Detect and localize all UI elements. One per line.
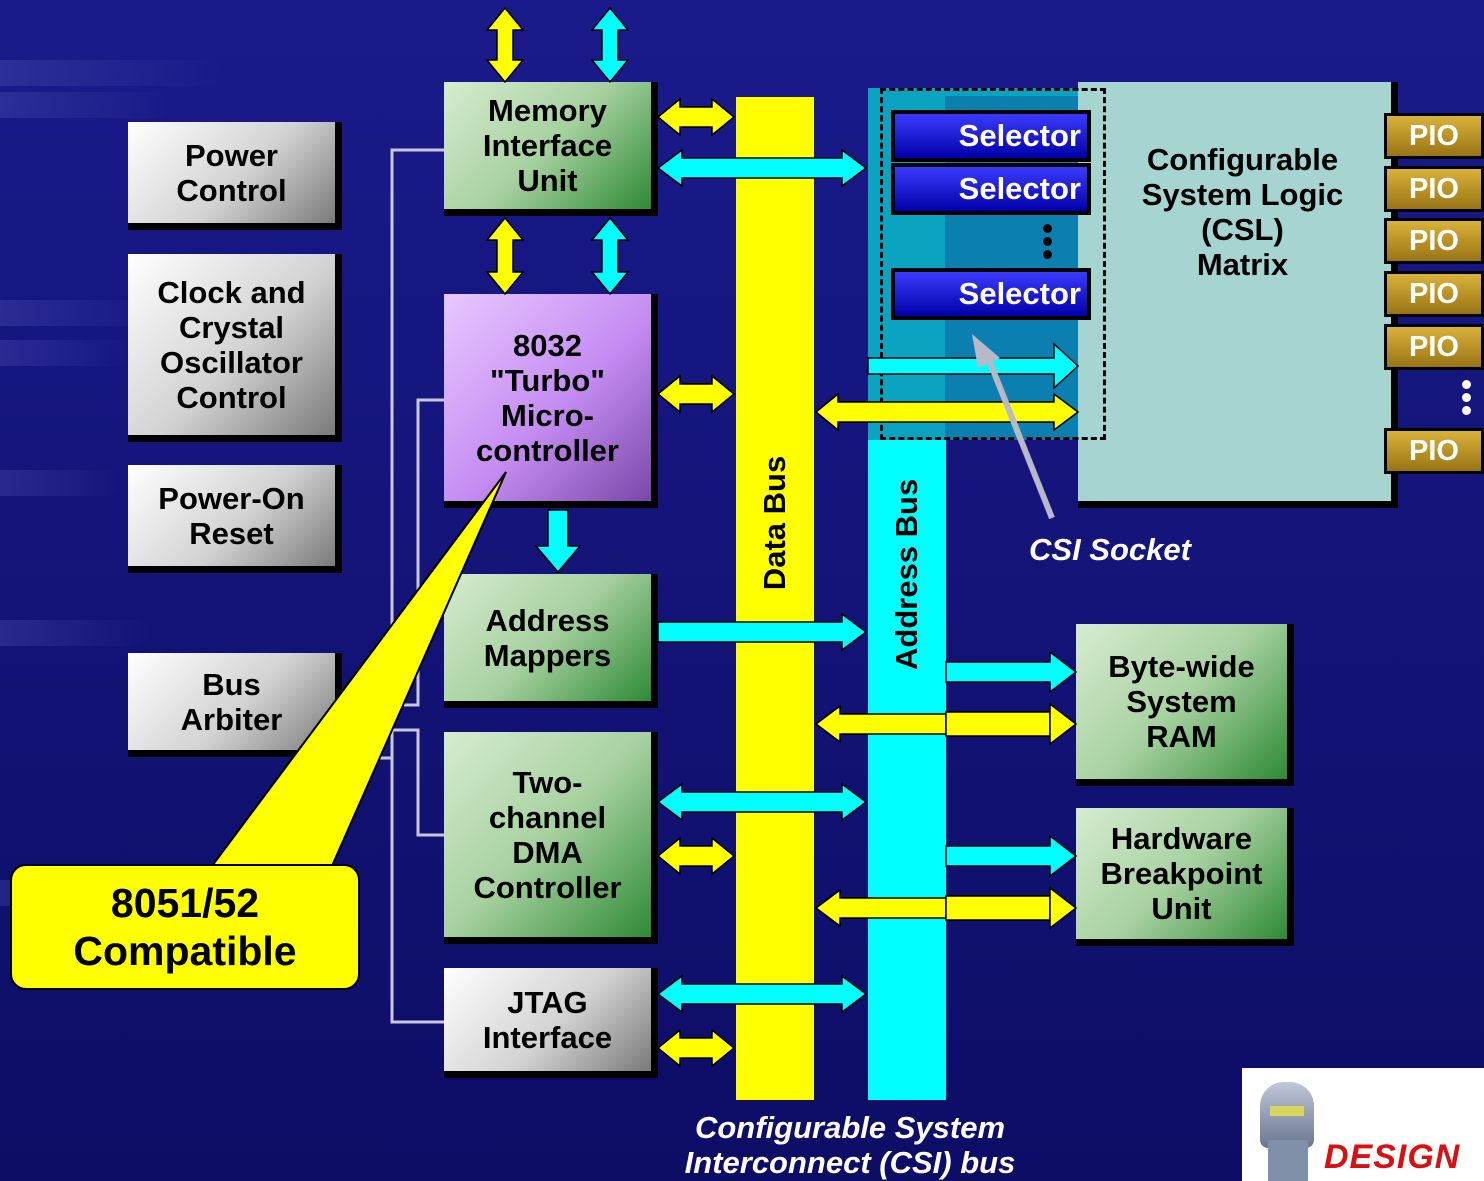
arrow-top-yellow bbox=[487, 8, 523, 82]
arrow-dma-data bbox=[658, 838, 734, 874]
arrow-top-cyan bbox=[592, 8, 628, 82]
arrow-addr-bp bbox=[946, 836, 1076, 876]
arrow-mem-data bbox=[658, 99, 734, 135]
arrow-bp-data bbox=[816, 890, 946, 926]
arrow-data-csl bbox=[816, 394, 1078, 430]
arrow-dma-addr bbox=[658, 784, 866, 820]
arrow-ram-data-right bbox=[946, 712, 1050, 736]
logo-text: DESIGN bbox=[1324, 1138, 1460, 1177]
arrow-addr-csl bbox=[868, 344, 1078, 388]
callout-tail bbox=[212, 472, 506, 866]
csi-bus-label: Configurable System Interconnect (CSI) b… bbox=[640, 1110, 1060, 1180]
arrow-jtag-addr bbox=[658, 976, 866, 1012]
arrow-addr-ram bbox=[946, 652, 1076, 692]
arrow-mappers-addr bbox=[658, 614, 866, 650]
arrow-mem-addr bbox=[658, 150, 866, 186]
arrow-mid-yellow bbox=[487, 218, 523, 294]
compatibility-callout: 8051/52 Compatible bbox=[10, 864, 360, 990]
robot-head-icon bbox=[1260, 1082, 1314, 1148]
arrow-micro-data bbox=[658, 376, 734, 412]
arrow-ram-data bbox=[816, 706, 946, 742]
design-logo: DESIGN bbox=[1242, 1068, 1484, 1181]
arrow-mid-cyan bbox=[592, 218, 628, 294]
arrow-micro-down bbox=[536, 510, 580, 572]
arrow-jtag-data bbox=[658, 1030, 734, 1066]
csi-socket-label: CSI Socket bbox=[1000, 532, 1220, 567]
